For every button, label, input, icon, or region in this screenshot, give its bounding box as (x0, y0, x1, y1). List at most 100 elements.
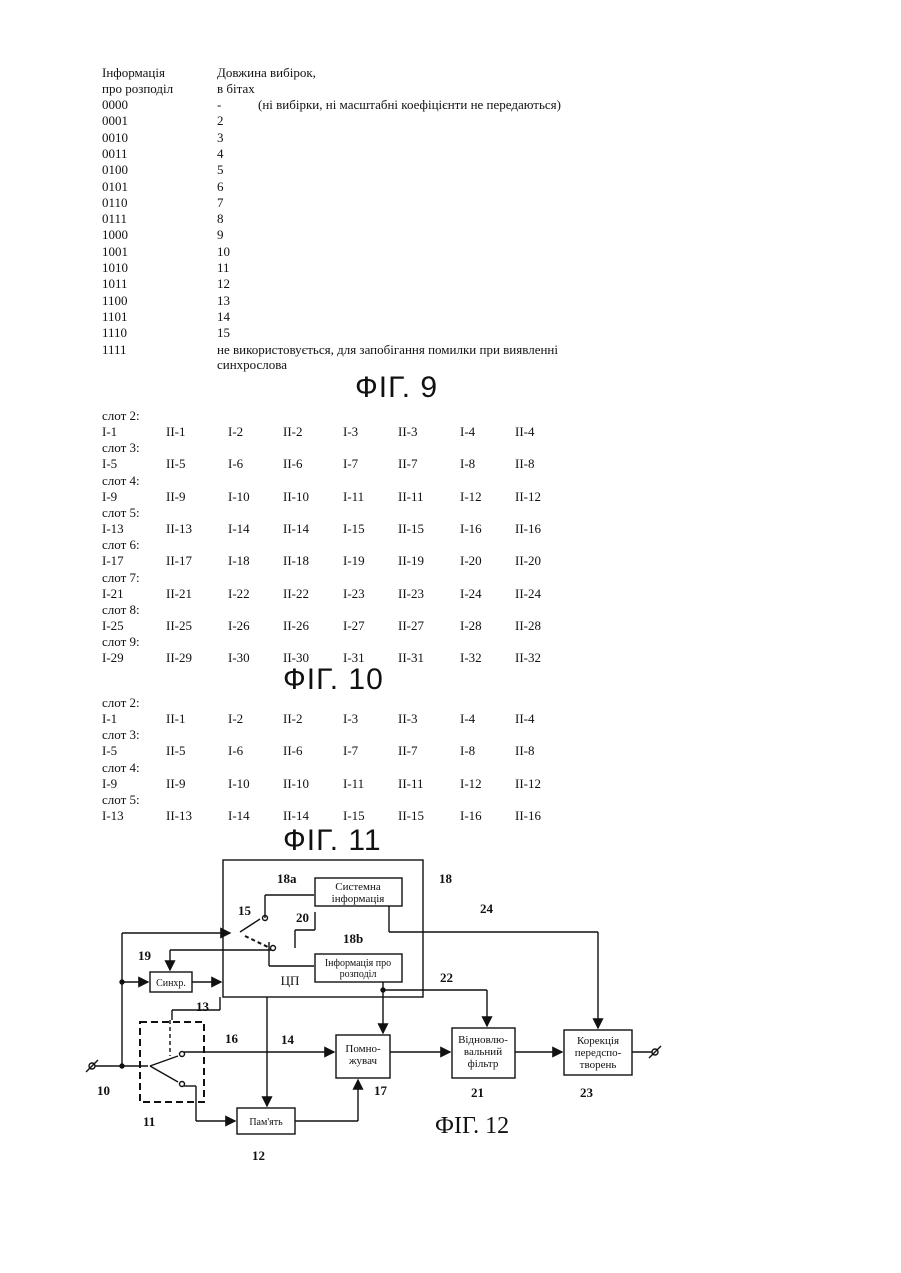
fig9-row: 0011 4 (0, 146, 901, 162)
fig10-slot-cell: I-6 (228, 456, 243, 472)
ref-15: 15 (238, 903, 252, 918)
fig9-code: 1001 (102, 244, 128, 260)
fig9-header-col2-line1: Довжина вибірок, (217, 65, 316, 81)
fig10-slot-cell: II-24 (515, 586, 541, 602)
fig10-slot-label: слот 7: (102, 570, 140, 586)
fig9-row: 101011 (0, 260, 901, 276)
fig9-code: 1110 (102, 325, 127, 341)
fig9-length: 6 (217, 179, 224, 195)
fig10-slot-cell: II-20 (515, 553, 541, 569)
fig10-slot-cell: I-13 (102, 521, 124, 537)
ref-19: 19 (138, 948, 152, 963)
fig11-slot-cell: I-4 (460, 711, 475, 727)
fig9-row: 0000-(ні вибірки, ні масштабні коефіцієн… (0, 97, 901, 113)
fig9-length: 3 (217, 130, 224, 146)
fig12-diagram: Системна інформація Інформація про розпо… (0, 855, 901, 1175)
fig10-slot-cell: II-8 (515, 456, 535, 472)
fig10-slot-cell: I-14 (228, 521, 250, 537)
fig10-slot-cell: I-4 (460, 424, 475, 440)
fig9-length: 5 (217, 162, 224, 178)
fig10-slot-cell: I-2 (228, 424, 243, 440)
fig10-slot-cell: II-31 (398, 650, 424, 666)
fig9-row: 0101 6 (0, 179, 901, 195)
fig11-slot-cell: I-10 (228, 776, 250, 792)
fig9-code: 0111 (102, 211, 127, 227)
fig10-slot-cell: I-1 (102, 424, 117, 440)
fig11-slot-cell: II-6 (283, 743, 303, 759)
fig10-slot-cell: II-15 (398, 521, 424, 537)
fig11-slot-cell: II-3 (398, 711, 418, 727)
fig9-row: 01118 (0, 211, 901, 227)
multiplier-line2: жувач (348, 1055, 378, 1067)
fig9-code: 0101 (102, 179, 128, 195)
fig11-slot-cell: II-9 (166, 776, 186, 792)
fig11-slot-cell: I-1 (102, 711, 117, 727)
fig9-last-code: 1111 (102, 342, 127, 358)
fig9-code: 0110 (102, 195, 128, 211)
fig9-code: 0011 (102, 146, 128, 162)
ref-17: 17 (374, 1083, 388, 1098)
fig10-slot-cell: II-3 (398, 424, 418, 440)
memory-label: Пам'ять (249, 1117, 283, 1128)
fig10-slot-cell: II-12 (515, 489, 541, 505)
fig10-slot-cell: I-12 (460, 489, 482, 505)
alloc-info-line1: Інформація про (325, 958, 391, 969)
fig10-slot-label: слот 3: (102, 440, 140, 456)
fig11-slot-cell: I-9 (102, 776, 117, 792)
ref-20: 20 (296, 910, 309, 925)
fig10-slot-cell: I-30 (228, 650, 250, 666)
fig9-length: 4 (217, 146, 224, 162)
fig9-code: 0010 (102, 130, 128, 146)
fig11-slot-label: слот 3: (102, 727, 140, 743)
fig9-code: 1010 (102, 260, 128, 276)
fig9-header-col1-line1: Інформація (102, 65, 165, 81)
fig10-slot-cell: I-17 (102, 553, 124, 569)
ref-23: 23 (580, 1085, 594, 1100)
fig10-slot-cell: I-10 (228, 489, 250, 505)
fig10-slot-cell: II-25 (166, 618, 192, 634)
ref-21: 21 (471, 1085, 484, 1100)
fig10-slot-cell: I-15 (343, 521, 365, 537)
fig11-slot-cell: II-11 (398, 776, 424, 792)
fig9-length: 14 (217, 309, 230, 325)
fig10-slot-label: слот 8: (102, 602, 140, 618)
fig9-code: 1000 (102, 227, 128, 243)
fig10-slot-cell: I-8 (460, 456, 475, 472)
fig9-length: 12 (217, 276, 230, 292)
control-unit-box (223, 860, 423, 997)
fig12-caption: ФІГ. 12 (435, 1113, 509, 1139)
fig10-slot-cell: I-28 (460, 618, 482, 634)
fig10-slot-cell: II-18 (283, 553, 309, 569)
fig11-slot-cell: II-13 (166, 808, 192, 824)
fig9-length: 10 (217, 244, 230, 260)
fig9-row: 1011 12 (0, 276, 901, 292)
sync-label: Синхр. (156, 978, 186, 989)
fig10-slot-cell: II-2 (283, 424, 303, 440)
fig11-slot-label: слот 4: (102, 760, 140, 776)
restore-filter-line2: вальний (464, 1046, 502, 1058)
restore-filter-line1: Відновлю- (458, 1034, 508, 1046)
fig11-slot-cell: I-6 (228, 743, 243, 759)
fig11-slot-label: слот 5: (102, 792, 140, 808)
fig9-header-col1-line2: про розподіл (102, 81, 173, 97)
cpu-label: ЦП (281, 973, 300, 988)
ref-18: 18 (439, 871, 453, 886)
fig10-slot-cell: II-26 (283, 618, 309, 634)
ref-13: 13 (196, 999, 210, 1014)
fig9-code: 1011 (102, 276, 128, 292)
fig10-slot-cell: I-29 (102, 650, 124, 666)
fig9-row: 01005 (0, 162, 901, 178)
fig9-code: 0000 (102, 97, 128, 113)
fig10-slot-cell: II-16 (515, 521, 541, 537)
fig10-slot-cell: II-4 (515, 424, 535, 440)
ref-14: 14 (281, 1032, 295, 1047)
fig9-last-text-line2: синхрослова (217, 357, 287, 373)
fig11-caption: ФІГ. 11 (283, 826, 382, 856)
fig10-slot-cell: I-11 (343, 489, 364, 505)
fig10-slot-cell: I-32 (460, 650, 482, 666)
multiplier-line1: Помно- (345, 1043, 381, 1055)
ref-24: 24 (480, 901, 494, 916)
fig11-slot-cell: I-15 (343, 808, 365, 824)
fig11-slot-cell: II-14 (283, 808, 309, 824)
fig11-slot-cell: I-13 (102, 808, 124, 824)
